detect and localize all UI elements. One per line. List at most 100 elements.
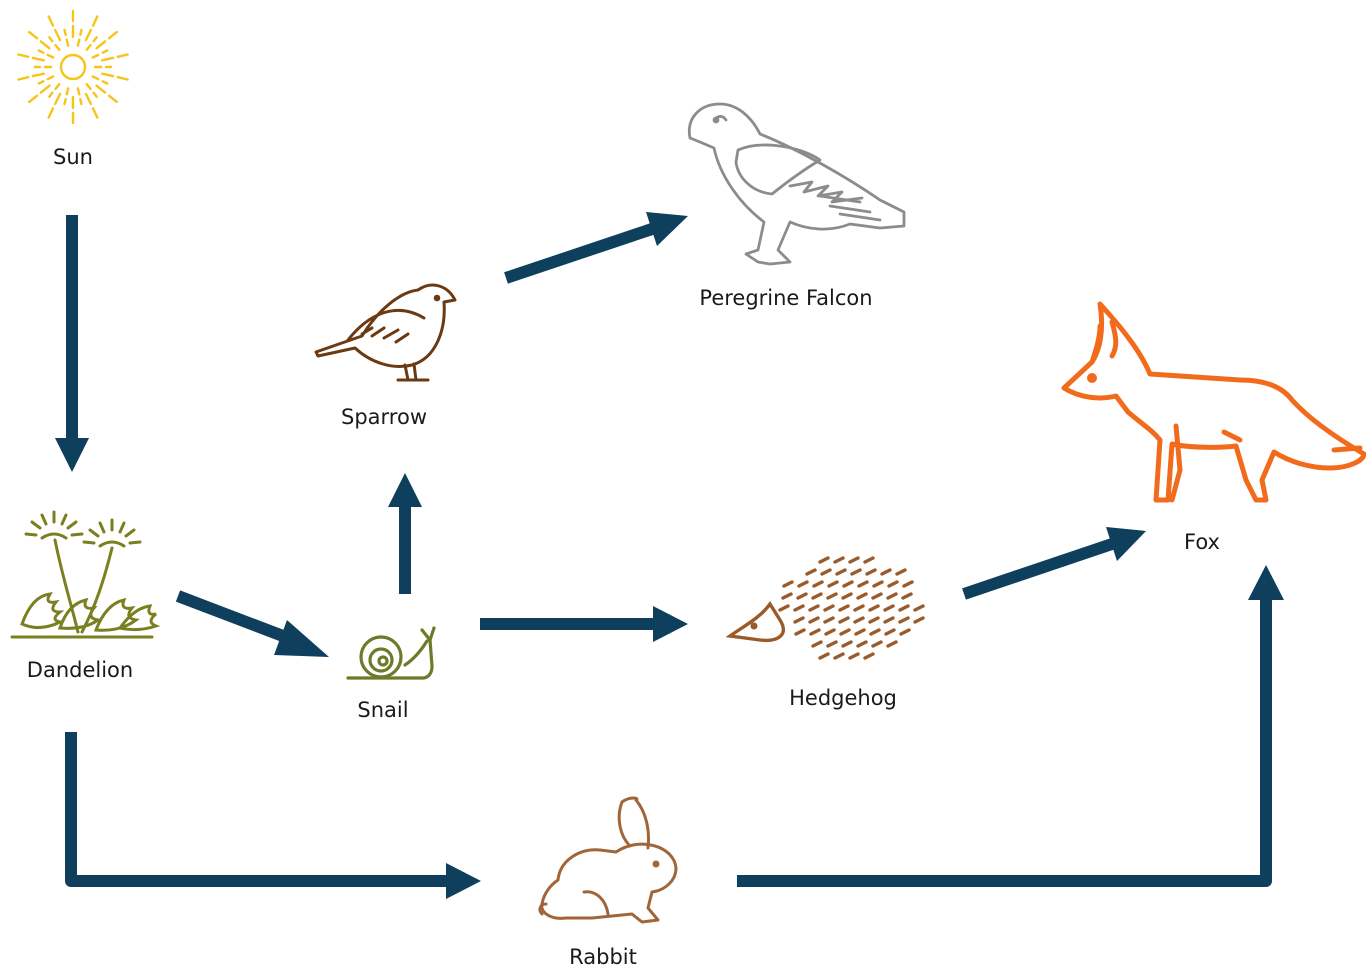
hedgehog-quill	[888, 594, 896, 598]
sparrow-icon	[316, 285, 455, 380]
sun-ray	[39, 51, 44, 53]
hedgehog-quill	[852, 570, 860, 574]
sun-icon	[18, 11, 127, 123]
hedgehog-quill	[795, 618, 803, 622]
dandelion-icon	[12, 512, 156, 637]
sun-ray	[94, 37, 97, 41]
hedgehog-quill	[811, 630, 819, 634]
hedgehog-quill	[783, 594, 791, 598]
hedgehog-quill	[865, 654, 873, 658]
hedgehog-quill	[828, 642, 836, 646]
hedgehog-quill	[841, 630, 849, 634]
sun-ray	[18, 55, 28, 57]
sun-ray	[67, 88, 68, 94]
hedgehog-quill	[820, 558, 828, 562]
hedgehog-quill	[900, 606, 908, 610]
arrow-sun-to-dandelion	[55, 215, 89, 472]
hedgehog-quill	[871, 630, 879, 634]
sun-ray	[29, 96, 37, 102]
hedgehog-quill	[855, 606, 863, 610]
sun-ray	[49, 93, 52, 97]
hedgehog-quill	[885, 618, 893, 622]
sun-ray	[78, 40, 79, 46]
hedgehog-quill	[810, 618, 818, 622]
hedgehog-quill	[885, 606, 893, 610]
snail-icon	[348, 628, 434, 678]
sun-ray	[118, 77, 128, 79]
hedgehog-quill	[825, 606, 833, 610]
hedgehog-quill	[915, 606, 923, 610]
arrow-dandelion-to-snail	[178, 596, 329, 657]
hedgehog-quill	[889, 582, 897, 586]
sun-ray	[49, 17, 53, 26]
hedgehog-quill	[882, 570, 890, 574]
sun-ray	[93, 77, 98, 80]
sun-ray	[93, 108, 97, 117]
arrow-rabbit-to-fox	[737, 565, 1284, 881]
arrow-hedgehog-to-fox	[964, 527, 1146, 594]
sun-ray	[87, 45, 91, 50]
hedgehog-quill	[900, 618, 908, 622]
sun-ray	[48, 55, 53, 58]
label-sparrow: Sparrow	[341, 407, 427, 428]
hedgehog-quill	[798, 594, 806, 598]
fox-icon	[1064, 304, 1364, 500]
hedgehog-quill	[829, 582, 837, 586]
label-dandelion: Dandelion	[27, 660, 133, 681]
sun-ray	[86, 30, 91, 40]
hedgehog-quill	[820, 654, 828, 658]
hedgehog-quill	[886, 630, 894, 634]
sun-ray	[49, 37, 52, 41]
label-snail: Snail	[357, 700, 408, 721]
hedgehog-quill	[870, 606, 878, 610]
label-hedgehog: Hedgehog	[789, 688, 897, 709]
sun-ray	[103, 51, 108, 53]
hedgehog-quill	[813, 642, 821, 646]
hedgehog-quill	[844, 582, 852, 586]
sun-ray	[94, 93, 97, 97]
arrow-dandelion-to-rabbit	[71, 732, 481, 899]
falcon-icon	[689, 104, 904, 264]
hedgehog-quill	[784, 582, 792, 586]
hedgehog-quill	[901, 630, 909, 634]
sun-ray	[80, 30, 81, 35]
hedgehog-quill	[867, 570, 875, 574]
hedgehog-quill	[915, 618, 923, 622]
sun-ray	[80, 99, 81, 104]
sun-ray	[55, 30, 60, 40]
hedgehog-quill	[858, 594, 866, 598]
hedgehog-quill	[850, 558, 858, 562]
hedgehog-quill	[874, 582, 882, 586]
arrow-sparrow-to-falcon	[506, 212, 688, 278]
sun-ray	[41, 41, 50, 48]
sun-ray	[48, 77, 53, 80]
hedgehog-quill	[859, 582, 867, 586]
sun-ray	[97, 86, 106, 93]
hedgehog-quill	[897, 570, 905, 574]
hedgehog-quill	[825, 618, 833, 622]
sun-ray	[97, 41, 106, 48]
sun-ray	[18, 77, 28, 79]
sun-ray	[56, 45, 60, 50]
hedgehog-quill	[873, 642, 881, 646]
sun-ray	[29, 32, 37, 38]
hedgehog-quill	[795, 606, 803, 610]
hedgehog-quill	[840, 606, 848, 610]
sun-ray	[109, 32, 117, 38]
hedgehog-quill	[873, 594, 881, 598]
hedgehog-quill	[903, 594, 911, 598]
hedgehog-quill	[843, 642, 851, 646]
sun-ray	[41, 86, 50, 93]
hedgehog-quill	[835, 654, 843, 658]
hedgehog-quill	[865, 558, 873, 562]
sun-ray	[67, 40, 68, 46]
hedgehog-quill	[826, 630, 834, 634]
hedgehog-quill	[904, 582, 912, 586]
hedgehog-icon	[730, 558, 923, 658]
hedgehog-quill	[856, 630, 864, 634]
sun-ray	[33, 58, 44, 60]
hedgehog-quill	[813, 594, 821, 598]
hedgehog-quill	[850, 654, 858, 658]
